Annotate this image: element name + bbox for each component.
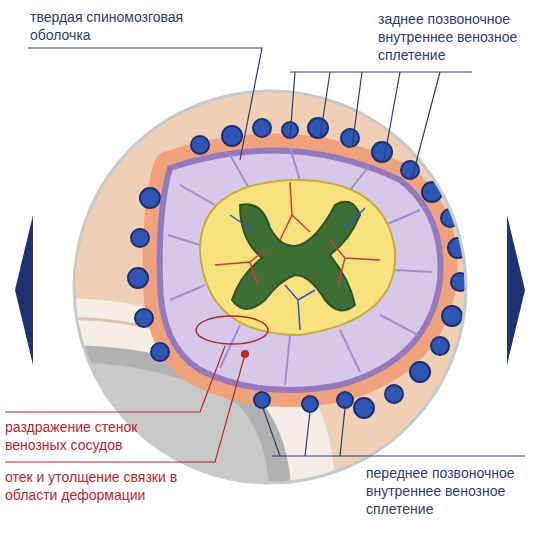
leader-lines [28,48,525,456]
callout-label: отек и утолщение связки в области деформ… [5,468,205,504]
callout-label: твердая спиномозговая оболочка [30,8,230,44]
leader-lines [5,346,244,462]
callout-dot [241,350,249,358]
highlight-ellipse [196,316,268,344]
nav-arrow [507,215,525,365]
callout-label: переднее позвоночное внутреннее венозное… [366,464,531,518]
callout-label: заднее позвоночное внутреннее венозное с… [378,10,528,64]
callout-label: раздражение стенок венозных сосудов [5,418,195,454]
nav-arrow [15,215,33,365]
